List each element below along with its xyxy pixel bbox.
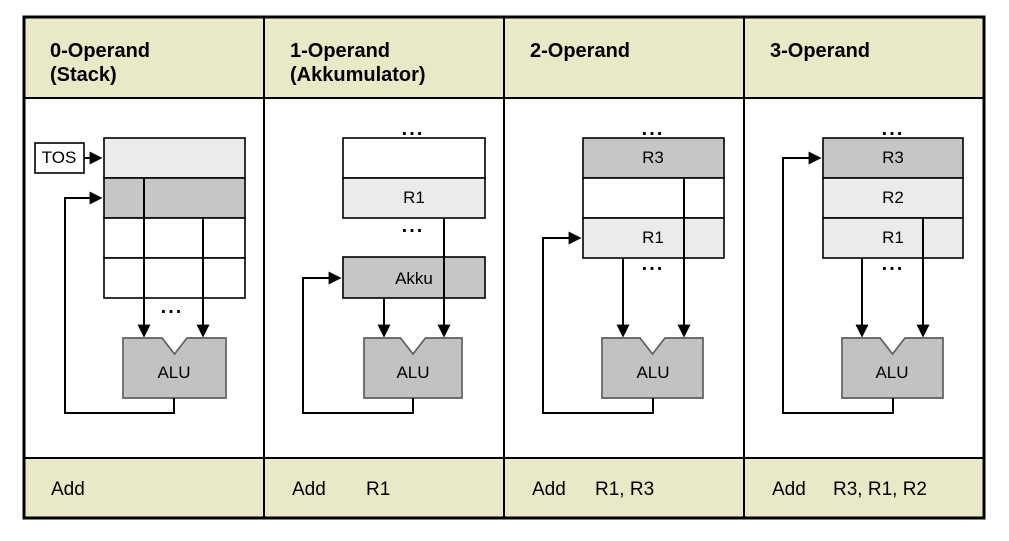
instruction-opcode: Add — [292, 479, 326, 500]
ellipsis: ... — [402, 215, 425, 237]
alu-shape — [363, 337, 463, 399]
register-row-r3 — [822, 137, 964, 179]
register-row-r1 — [822, 217, 964, 259]
ellipsis: ... — [642, 253, 665, 275]
two-operand-architecture-diagram: ... R3 R1 ... ALU — [542, 118, 725, 414]
stack-row-tos — [103, 137, 246, 179]
result-feedback-wire — [782, 151, 894, 414]
ellipsis: ... — [882, 253, 905, 275]
ellipsis: ... — [402, 118, 425, 140]
register-label-r3: R3 — [642, 148, 664, 167]
header-cell-1 — [263, 16, 505, 99]
alu-label: ALU — [157, 363, 190, 382]
instruction-operands: R1 — [366, 479, 390, 500]
column-headers: 0-Operand (Stack) 1-Operand (Akkumulator… — [50, 40, 870, 86]
register-row-empty — [342, 137, 486, 179]
register-label-r1: R1 — [403, 188, 425, 207]
footer-cell-3 — [743, 457, 985, 519]
stack-row-4 — [103, 257, 246, 299]
instruction-examples: Add Add R1 Add R1, R3 Add R3, R1, R2 — [51, 479, 927, 500]
header-title: 3-Operand — [770, 40, 870, 62]
table-outer-border — [22, 15, 986, 520]
register-label-r3: R3 — [882, 148, 904, 167]
register-label-r1: R1 — [642, 228, 664, 247]
alu-label: ALU — [396, 363, 429, 382]
akku-box — [342, 256, 486, 299]
register-row-empty — [582, 177, 725, 219]
header-title: 2-Operand — [530, 40, 630, 62]
ellipsis: ... — [161, 296, 184, 318]
result-feedback-wire — [542, 231, 654, 414]
header-title: 1-Operand — [290, 40, 390, 62]
header-subtitle: (Akkumulator) — [290, 64, 426, 86]
ellipsis: ... — [882, 118, 905, 140]
three-operand-architecture-diagram: ... R3 R2 R1 ... ALU — [782, 118, 964, 414]
stack-row-2 — [103, 177, 246, 219]
alu-shape — [601, 337, 704, 399]
register-row-r2 — [822, 177, 964, 219]
alu-shape — [841, 337, 944, 399]
ellipsis: ... — [642, 118, 665, 140]
register-label-r1: R1 — [882, 228, 904, 247]
instruction-operands: R3, R1, R2 — [833, 479, 927, 500]
alu-shape — [122, 337, 227, 399]
register-label-r2: R2 — [882, 188, 904, 207]
stack-architecture-diagram: TOS ... ALU — [34, 137, 246, 414]
akku-label: Akku — [395, 269, 433, 288]
header-cell-0 — [23, 16, 265, 99]
instruction-operands: R1, R3 — [595, 479, 654, 500]
instruction-opcode: Add — [532, 479, 566, 500]
footer-cell-1 — [263, 457, 505, 519]
register-row-r1 — [582, 217, 725, 259]
register-row-r1 — [342, 177, 486, 219]
accumulator-architecture-diagram: ... R1 ... Akku ALU — [302, 118, 486, 414]
header-subtitle: (Stack) — [50, 64, 117, 86]
result-feedback-wire — [64, 191, 175, 414]
alu-label: ALU — [636, 363, 669, 382]
header-title: 0-Operand — [50, 40, 150, 62]
register-row-r3 — [582, 137, 725, 179]
alu-label: ALU — [875, 363, 908, 382]
result-feedback-wire — [302, 271, 414, 414]
instruction-opcode: Add — [772, 479, 806, 500]
tos-label: TOS — [42, 148, 77, 167]
instruction-opcode: Add — [51, 479, 85, 500]
stack-row-3 — [103, 217, 246, 259]
